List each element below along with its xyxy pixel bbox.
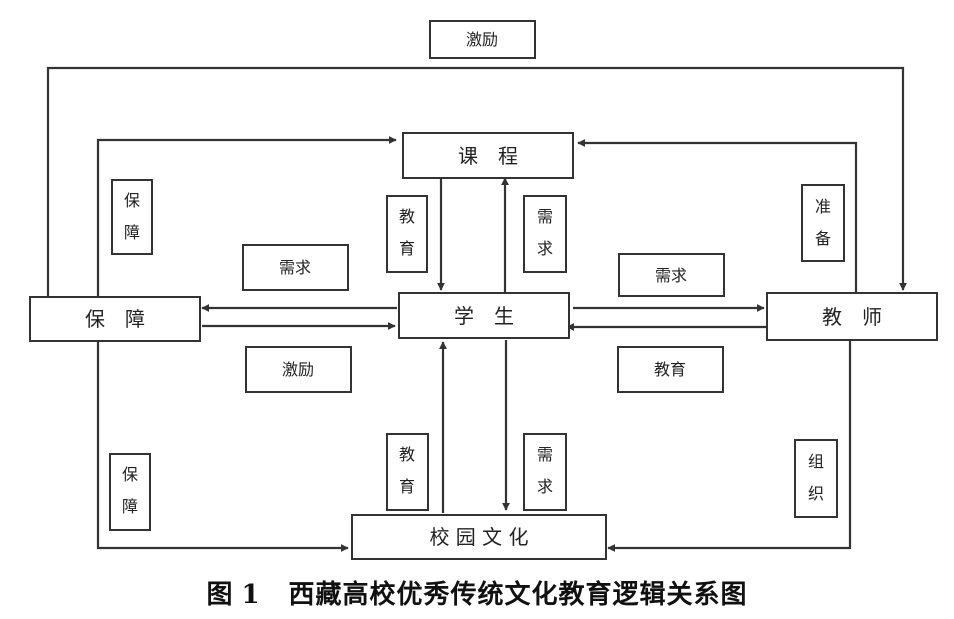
label-prep-char1: 准 bbox=[815, 197, 831, 216]
node-student-label: 学 生 bbox=[454, 304, 514, 328]
node-course-label: 课 程 bbox=[458, 144, 518, 168]
label-organize-char1: 组 bbox=[808, 452, 824, 471]
label-prep-char2: 备 bbox=[815, 229, 831, 248]
label-left-upper-guarantee-char2: 障 bbox=[124, 223, 140, 242]
node-guarantee: 保 障 bbox=[29, 296, 201, 342]
label-need-left-text: 需求 bbox=[279, 258, 311, 277]
node-teacher-label: 教 师 bbox=[822, 305, 882, 329]
label-need-student-course-char2: 求 bbox=[537, 239, 553, 258]
label-need-student-culture-char2: 求 bbox=[537, 477, 553, 496]
arrow-teacher-to-course bbox=[577, 139, 858, 293]
label-need-right: 需求 bbox=[618, 253, 725, 297]
label-need-right-text: 需求 bbox=[655, 266, 687, 285]
arrow-guarantee-to-course bbox=[96, 136, 397, 298]
label-incentive-left: 激励 bbox=[245, 346, 352, 393]
label-prep: 准 备 bbox=[801, 184, 845, 262]
label-incentive-left-text: 激励 bbox=[282, 360, 314, 379]
connectors bbox=[46, 66, 907, 552]
caption-label: 图 bbox=[206, 580, 234, 610]
label-top-incentive-text: 激励 bbox=[466, 30, 498, 49]
label-need-student-course: 需 求 bbox=[523, 195, 567, 273]
node-student: 学 生 bbox=[398, 292, 570, 339]
label-left-upper-guarantee-char1: 保 bbox=[124, 191, 140, 210]
label-need-student-culture-char1: 需 bbox=[537, 445, 553, 464]
label-left-lower-guarantee-char1: 保 bbox=[122, 465, 138, 484]
arrow-guarantee-to-culture bbox=[96, 340, 349, 552]
label-edu-culture-student: 教 育 bbox=[386, 433, 429, 511]
label-top-incentive: 激励 bbox=[429, 20, 536, 59]
label-edu-course-student-char1: 教 bbox=[399, 207, 415, 226]
label-edu-course-student-char2: 育 bbox=[399, 239, 415, 258]
caption-number: 1 bbox=[241, 580, 261, 610]
arrow-teacher-to-culture bbox=[607, 340, 852, 552]
label-edu-culture-student-char1: 教 bbox=[399, 445, 415, 464]
label-edu-culture-student-char2: 育 bbox=[399, 477, 415, 496]
caption-title: 西藏高校优秀传统文化教育逻辑关系图 bbox=[288, 580, 748, 610]
label-left-lower-guarantee-char2: 障 bbox=[122, 497, 138, 516]
label-need-left: 需求 bbox=[242, 244, 349, 291]
label-need-student-culture: 需 求 bbox=[523, 433, 567, 511]
label-need-student-course-char1: 需 bbox=[537, 207, 553, 226]
label-edu-right: 教育 bbox=[617, 346, 724, 393]
arrow-guarantee-to-teacher-incentive bbox=[46, 66, 907, 298]
label-organize-char2: 织 bbox=[808, 484, 824, 503]
node-campus-culture-label: 校 园 文 化 bbox=[429, 525, 528, 549]
label-left-lower-guarantee: 保 障 bbox=[109, 453, 151, 531]
label-edu-right-text: 教育 bbox=[654, 360, 686, 379]
node-course: 课 程 bbox=[402, 132, 574, 179]
label-organize: 组 织 bbox=[794, 439, 838, 518]
node-campus-culture: 校 园 文 化 bbox=[351, 514, 607, 560]
node-teacher: 教 师 bbox=[766, 292, 938, 341]
label-edu-course-student: 教 育 bbox=[386, 195, 428, 273]
node-guarantee-label: 保 障 bbox=[85, 307, 145, 331]
label-left-upper-guarantee: 保 障 bbox=[111, 179, 153, 255]
